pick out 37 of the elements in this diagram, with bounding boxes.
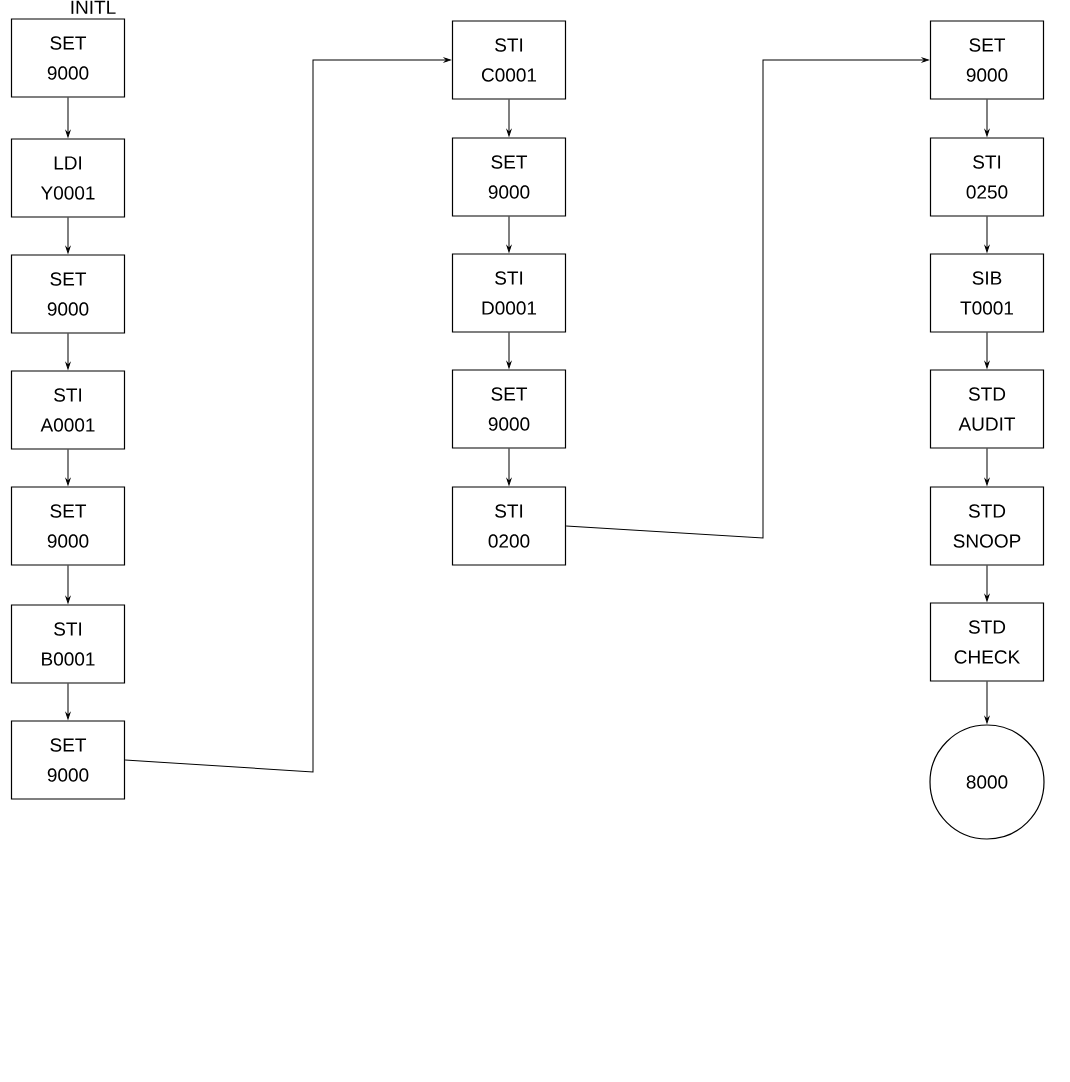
process-box: SET 9000 <box>451 137 567 217</box>
process-box: STD SNOOP <box>929 486 1045 566</box>
arrow <box>506 99 512 137</box>
process-box: SET 9000 <box>10 254 126 334</box>
process-box: STI A0001 <box>10 370 126 450</box>
arrow <box>984 332 990 369</box>
arrow <box>124 57 451 773</box>
arrow <box>65 683 71 720</box>
arrow <box>984 448 990 486</box>
arrow <box>65 217 71 254</box>
arrow <box>506 216 512 253</box>
process-box: LDI Y0001 <box>10 138 126 218</box>
process-box: SET 9000 <box>451 369 567 449</box>
arrow <box>984 216 990 253</box>
arrow <box>506 332 512 369</box>
arrow <box>65 565 71 604</box>
arrow <box>65 449 71 486</box>
process-box: STI 0200 <box>451 486 567 566</box>
process-box: STI 0250 <box>929 137 1045 217</box>
arrow <box>984 565 990 602</box>
process-box: STI C0001 <box>451 20 567 100</box>
arrow <box>65 333 71 370</box>
arrow <box>565 57 929 539</box>
process-box: SIB T0001 <box>929 253 1045 333</box>
process-box: STD AUDIT <box>929 369 1045 449</box>
process-box: STI D0001 <box>451 253 567 333</box>
heading: INITL <box>71 0 116 14</box>
process-box: SET 9000 <box>10 18 126 98</box>
process-box: SET 9000 <box>10 486 126 566</box>
arrow <box>65 97 71 138</box>
arrow <box>506 448 512 486</box>
process-box: SET 9000 <box>10 720 126 800</box>
process-box: STD CHECK <box>929 602 1045 682</box>
process-box: SET 9000 <box>929 20 1045 100</box>
arrow <box>984 681 990 724</box>
arrow <box>984 99 990 137</box>
process-box: STI B0001 <box>10 604 126 684</box>
